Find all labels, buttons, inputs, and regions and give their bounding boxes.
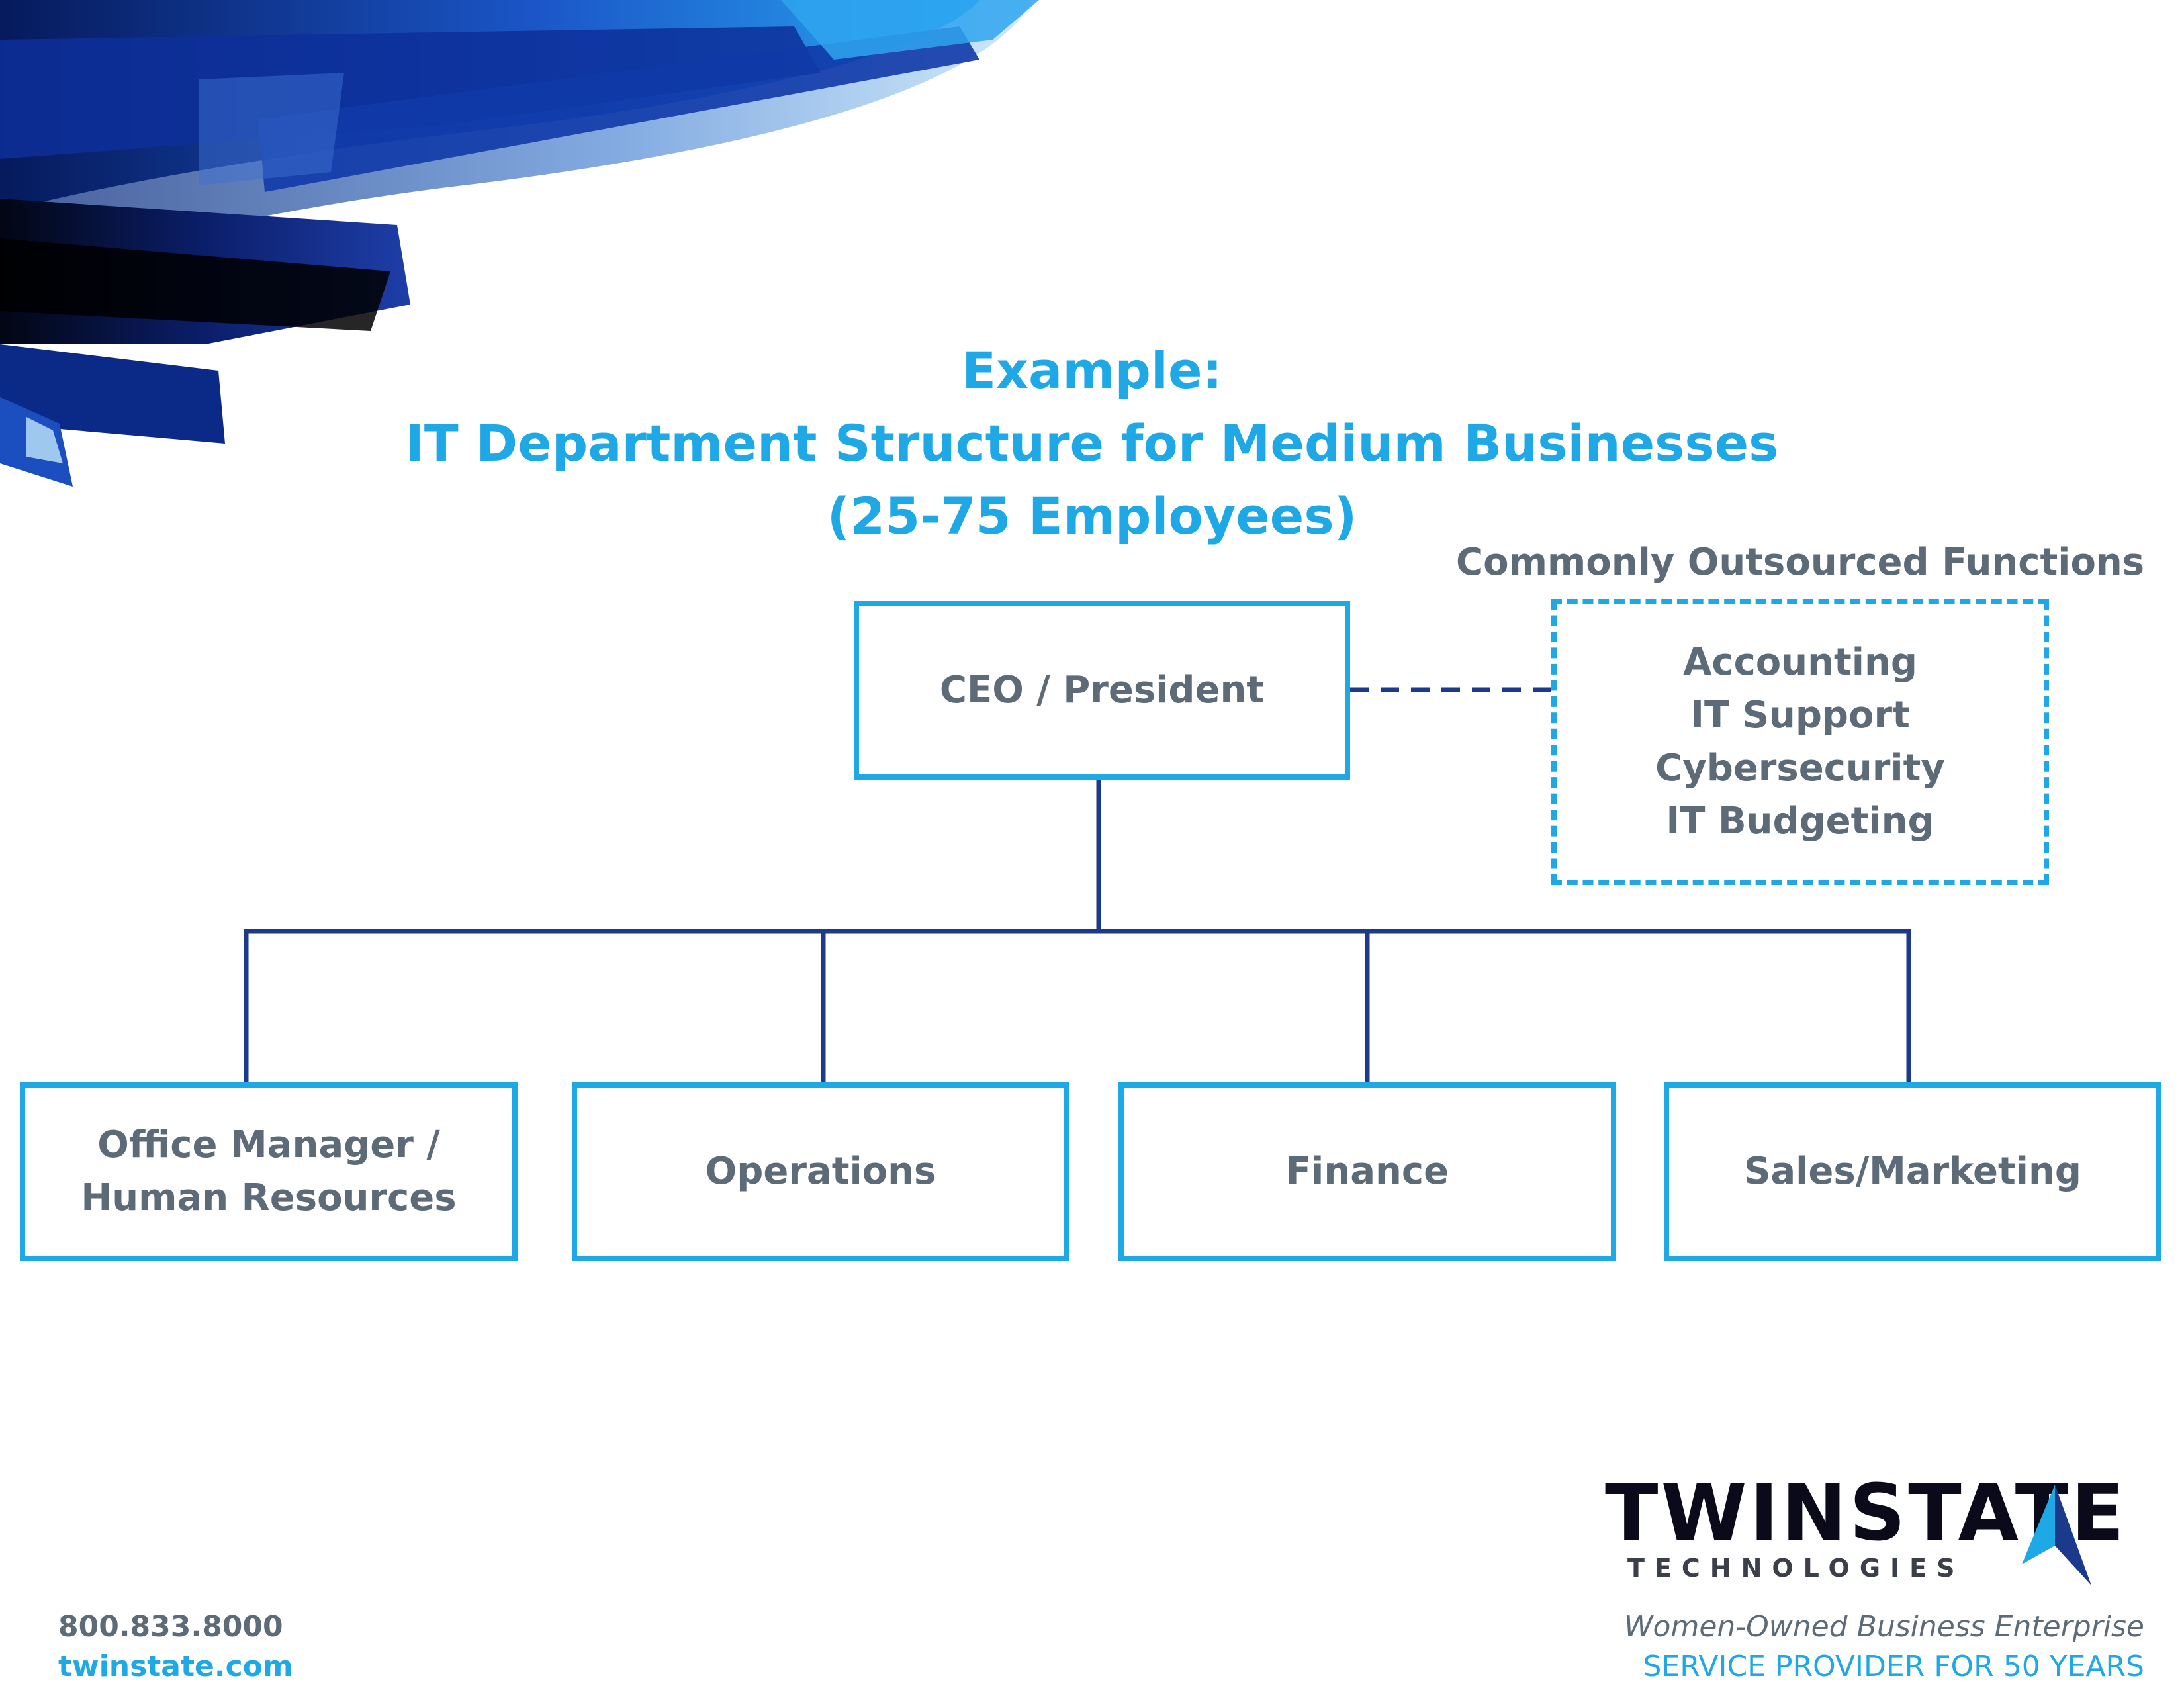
org-node-ceo: CEO / President [854,601,1350,780]
twinstate-logo: TWINSTATE TECHNOLOGIES [1605,1473,2151,1585]
footer-website-link[interactable]: twinstate.com [58,1650,293,1683]
outsourced-item: IT Support [1690,694,1910,737]
footer-phone: 800.833.8000 [58,1610,283,1644]
org-node-label-line: Human Resources [81,1176,457,1219]
org-node-ceo-label: CEO / President [939,669,1265,712]
outsourced-functions-box: Accounting IT Support Cybersecurity IT B… [1551,599,2049,885]
org-node-label: Sales/Marketing [1744,1150,2081,1193]
outsourced-item: Accounting [1683,641,1917,684]
org-node-finance: Finance [1118,1082,1616,1261]
title-line-2: IT Department Structure for Medium Busin… [405,414,1779,473]
decorative-swoosh-graphic [0,0,1039,487]
footer-tagline: Women-Owned Business Enterprise [1624,1610,2144,1644]
org-node-operations: Operations [572,1082,1069,1261]
title-line-3: (25-75 Employees) [827,487,1357,545]
org-node-label: Operations [705,1150,936,1193]
org-node-sales-marketing: Sales/Marketing [1664,1082,2161,1261]
outsourced-functions-heading: Commonly Outsourced Functions [1456,541,2145,584]
outsourced-item: Cybersecurity [1655,747,1945,790]
org-node-office-manager-hr: Office Manager / Human Resources [20,1082,518,1261]
footer-service-years: SERVICE PROVIDER FOR 50 YEARS [1643,1650,2144,1683]
logo-arrow-icon [2022,1485,2091,1585]
logo-subtitle: TECHNOLOGIES [1627,1554,1965,1583]
org-node-label-line: Office Manager / [97,1123,440,1166]
org-node-label: Finance [1285,1150,1449,1193]
outsourced-item: IT Budgeting [1666,800,1934,843]
title-line-1: Example: [962,341,1222,400]
